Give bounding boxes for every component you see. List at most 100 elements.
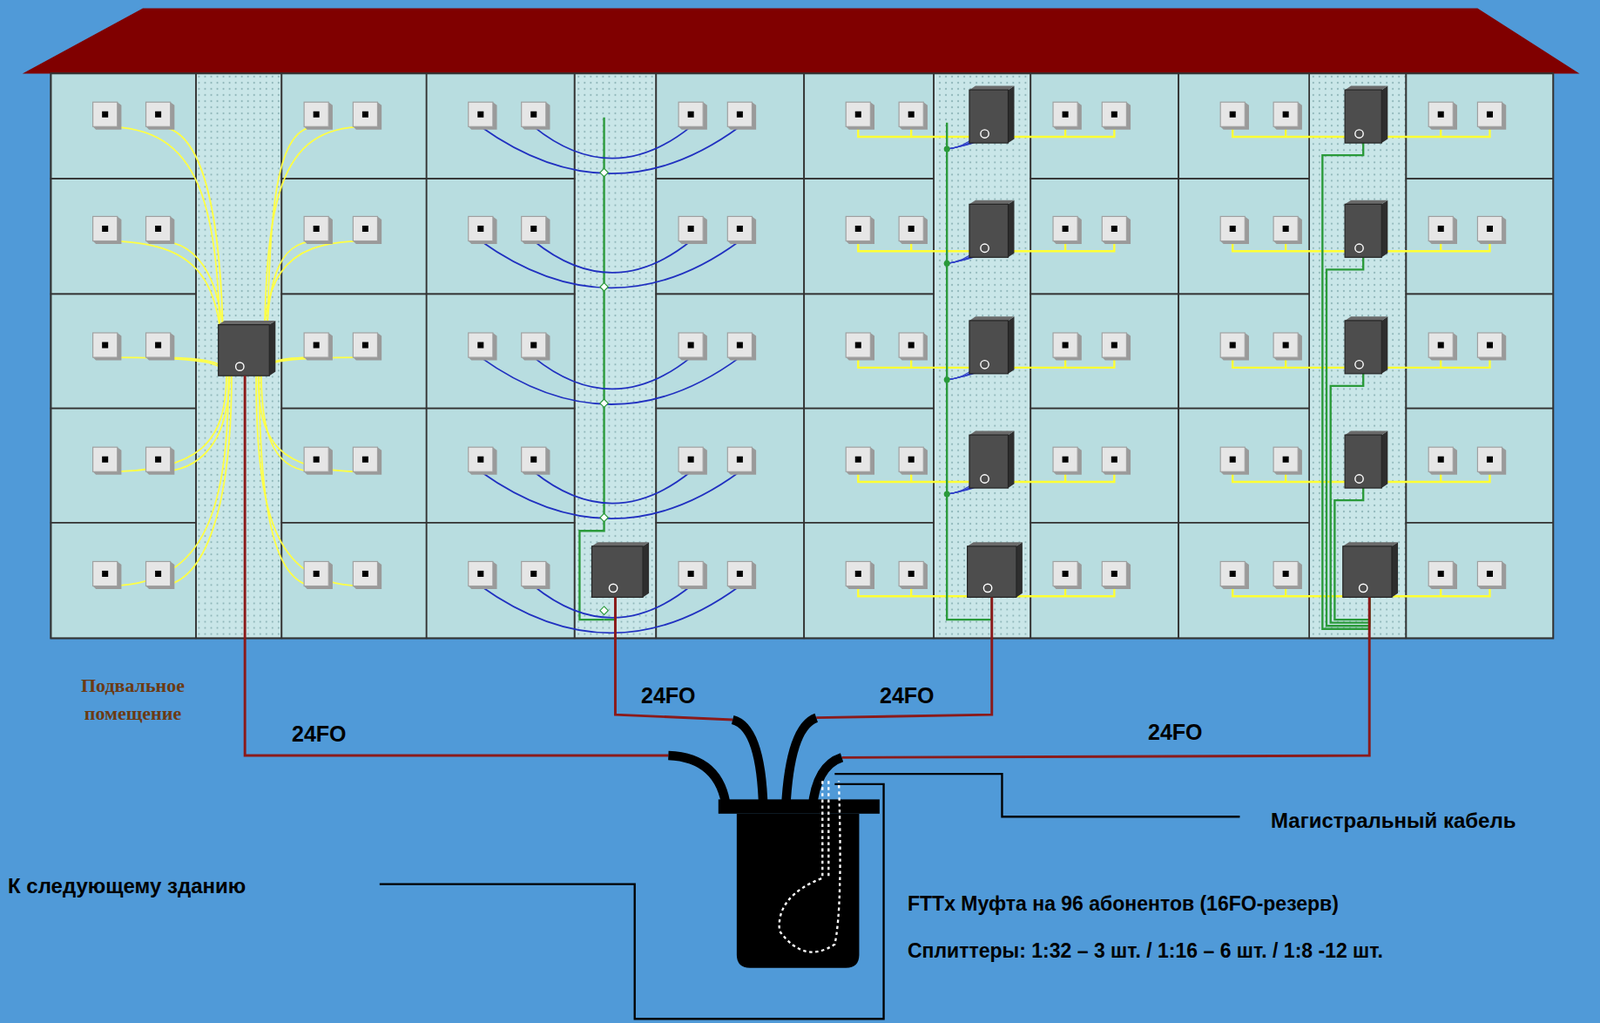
socket-face <box>468 332 493 358</box>
socket-face <box>1101 560 1127 586</box>
socket-face <box>678 101 703 127</box>
distribution-box <box>1344 200 1388 258</box>
subscriber-socket <box>303 101 333 130</box>
subscriber-socket <box>521 332 551 361</box>
socket-shade <box>727 560 757 589</box>
subscriber-socket <box>1220 101 1249 130</box>
socket-face <box>521 560 547 586</box>
box-port <box>608 583 617 592</box>
socket-shade <box>146 446 176 475</box>
socket-port <box>477 570 484 577</box>
apartment-cell <box>803 408 934 523</box>
socket-face <box>1053 332 1078 358</box>
socket-port <box>1437 456 1445 463</box>
drop-cable <box>105 126 221 374</box>
socket-shade <box>468 446 498 475</box>
socket-port <box>855 570 862 577</box>
socket-port <box>530 456 537 463</box>
socket-port <box>908 570 915 577</box>
subscriber-socket <box>303 446 333 475</box>
socket-face <box>303 332 329 358</box>
subscriber-socket <box>352 101 382 130</box>
box-side <box>1007 85 1014 143</box>
subscriber-socket <box>898 101 928 130</box>
subscriber-socket <box>146 560 176 589</box>
text-label: Подвальное помещение <box>35 671 230 728</box>
subscriber-socket <box>898 446 928 475</box>
drop-cable <box>480 241 741 289</box>
socket-port <box>688 111 695 118</box>
apartment-cell <box>281 73 426 179</box>
socket-face <box>1428 216 1453 241</box>
socket-face <box>1428 332 1453 358</box>
subscriber-socket <box>1053 560 1082 589</box>
socket-face <box>727 446 752 472</box>
subscriber-socket <box>1101 332 1131 361</box>
box-side <box>1381 316 1388 374</box>
socket-port <box>101 111 109 118</box>
drop-cable <box>480 471 741 519</box>
subscriber-socket <box>352 216 382 244</box>
box-port <box>980 360 989 369</box>
socket-face <box>1220 446 1245 472</box>
box-top <box>1344 85 1388 90</box>
apartment-cell <box>803 522 934 638</box>
socket-face <box>303 216 329 241</box>
apartment-cell <box>51 522 196 638</box>
riser <box>933 73 1031 638</box>
splice-node <box>600 283 608 291</box>
socket-face <box>1220 332 1245 358</box>
socket-shade <box>1273 446 1303 475</box>
splice-node <box>944 376 951 383</box>
socket-face <box>352 332 378 358</box>
subscriber-socket <box>727 101 757 130</box>
socket-shade <box>898 216 928 244</box>
socket-face <box>1101 101 1127 127</box>
socket-port <box>313 111 320 118</box>
socket-port <box>313 342 320 349</box>
socket-face <box>352 216 378 241</box>
socket-port <box>1486 342 1493 349</box>
socket-shade <box>1053 446 1082 475</box>
socket-port <box>1111 225 1118 232</box>
socket-shade <box>1428 332 1458 361</box>
socket-face <box>93 216 118 241</box>
trunk-cable <box>834 773 1240 817</box>
socket-shade <box>1101 446 1131 475</box>
drop-cable <box>105 241 223 374</box>
socket-port <box>855 342 862 349</box>
socket-port <box>1282 570 1290 577</box>
socket-port <box>1062 456 1069 463</box>
subscriber-socket <box>1273 216 1303 244</box>
apartment-cell <box>655 73 804 179</box>
socket-shade <box>845 560 875 589</box>
socket-shade <box>898 332 928 361</box>
subscriber-socket <box>898 560 928 589</box>
socket-port <box>1229 456 1236 463</box>
apartment-cell <box>1405 178 1553 294</box>
socket-face <box>1477 216 1502 241</box>
box-front <box>969 89 1009 143</box>
subscriber-socket <box>521 101 551 130</box>
socket-face <box>146 216 171 241</box>
subscriber-socket <box>1428 560 1458 589</box>
socket-face <box>146 101 171 127</box>
socket-port <box>736 111 743 118</box>
socket-shade <box>678 446 708 475</box>
socket-port <box>1282 111 1290 118</box>
apartment-cell <box>426 293 575 408</box>
subscriber-socket <box>1273 332 1303 361</box>
socket-face <box>1220 560 1245 586</box>
subscriber-socket <box>727 446 757 475</box>
socket-face <box>1053 446 1078 472</box>
distribution-box <box>592 541 650 597</box>
socket-port <box>1062 111 1069 118</box>
socket-shade <box>678 332 708 361</box>
socket-shade <box>303 101 333 130</box>
drop-cable <box>533 471 691 503</box>
box-front <box>1344 89 1382 143</box>
socket-face <box>521 332 547 358</box>
box-top <box>592 541 650 547</box>
subscriber-socket <box>1428 216 1458 244</box>
